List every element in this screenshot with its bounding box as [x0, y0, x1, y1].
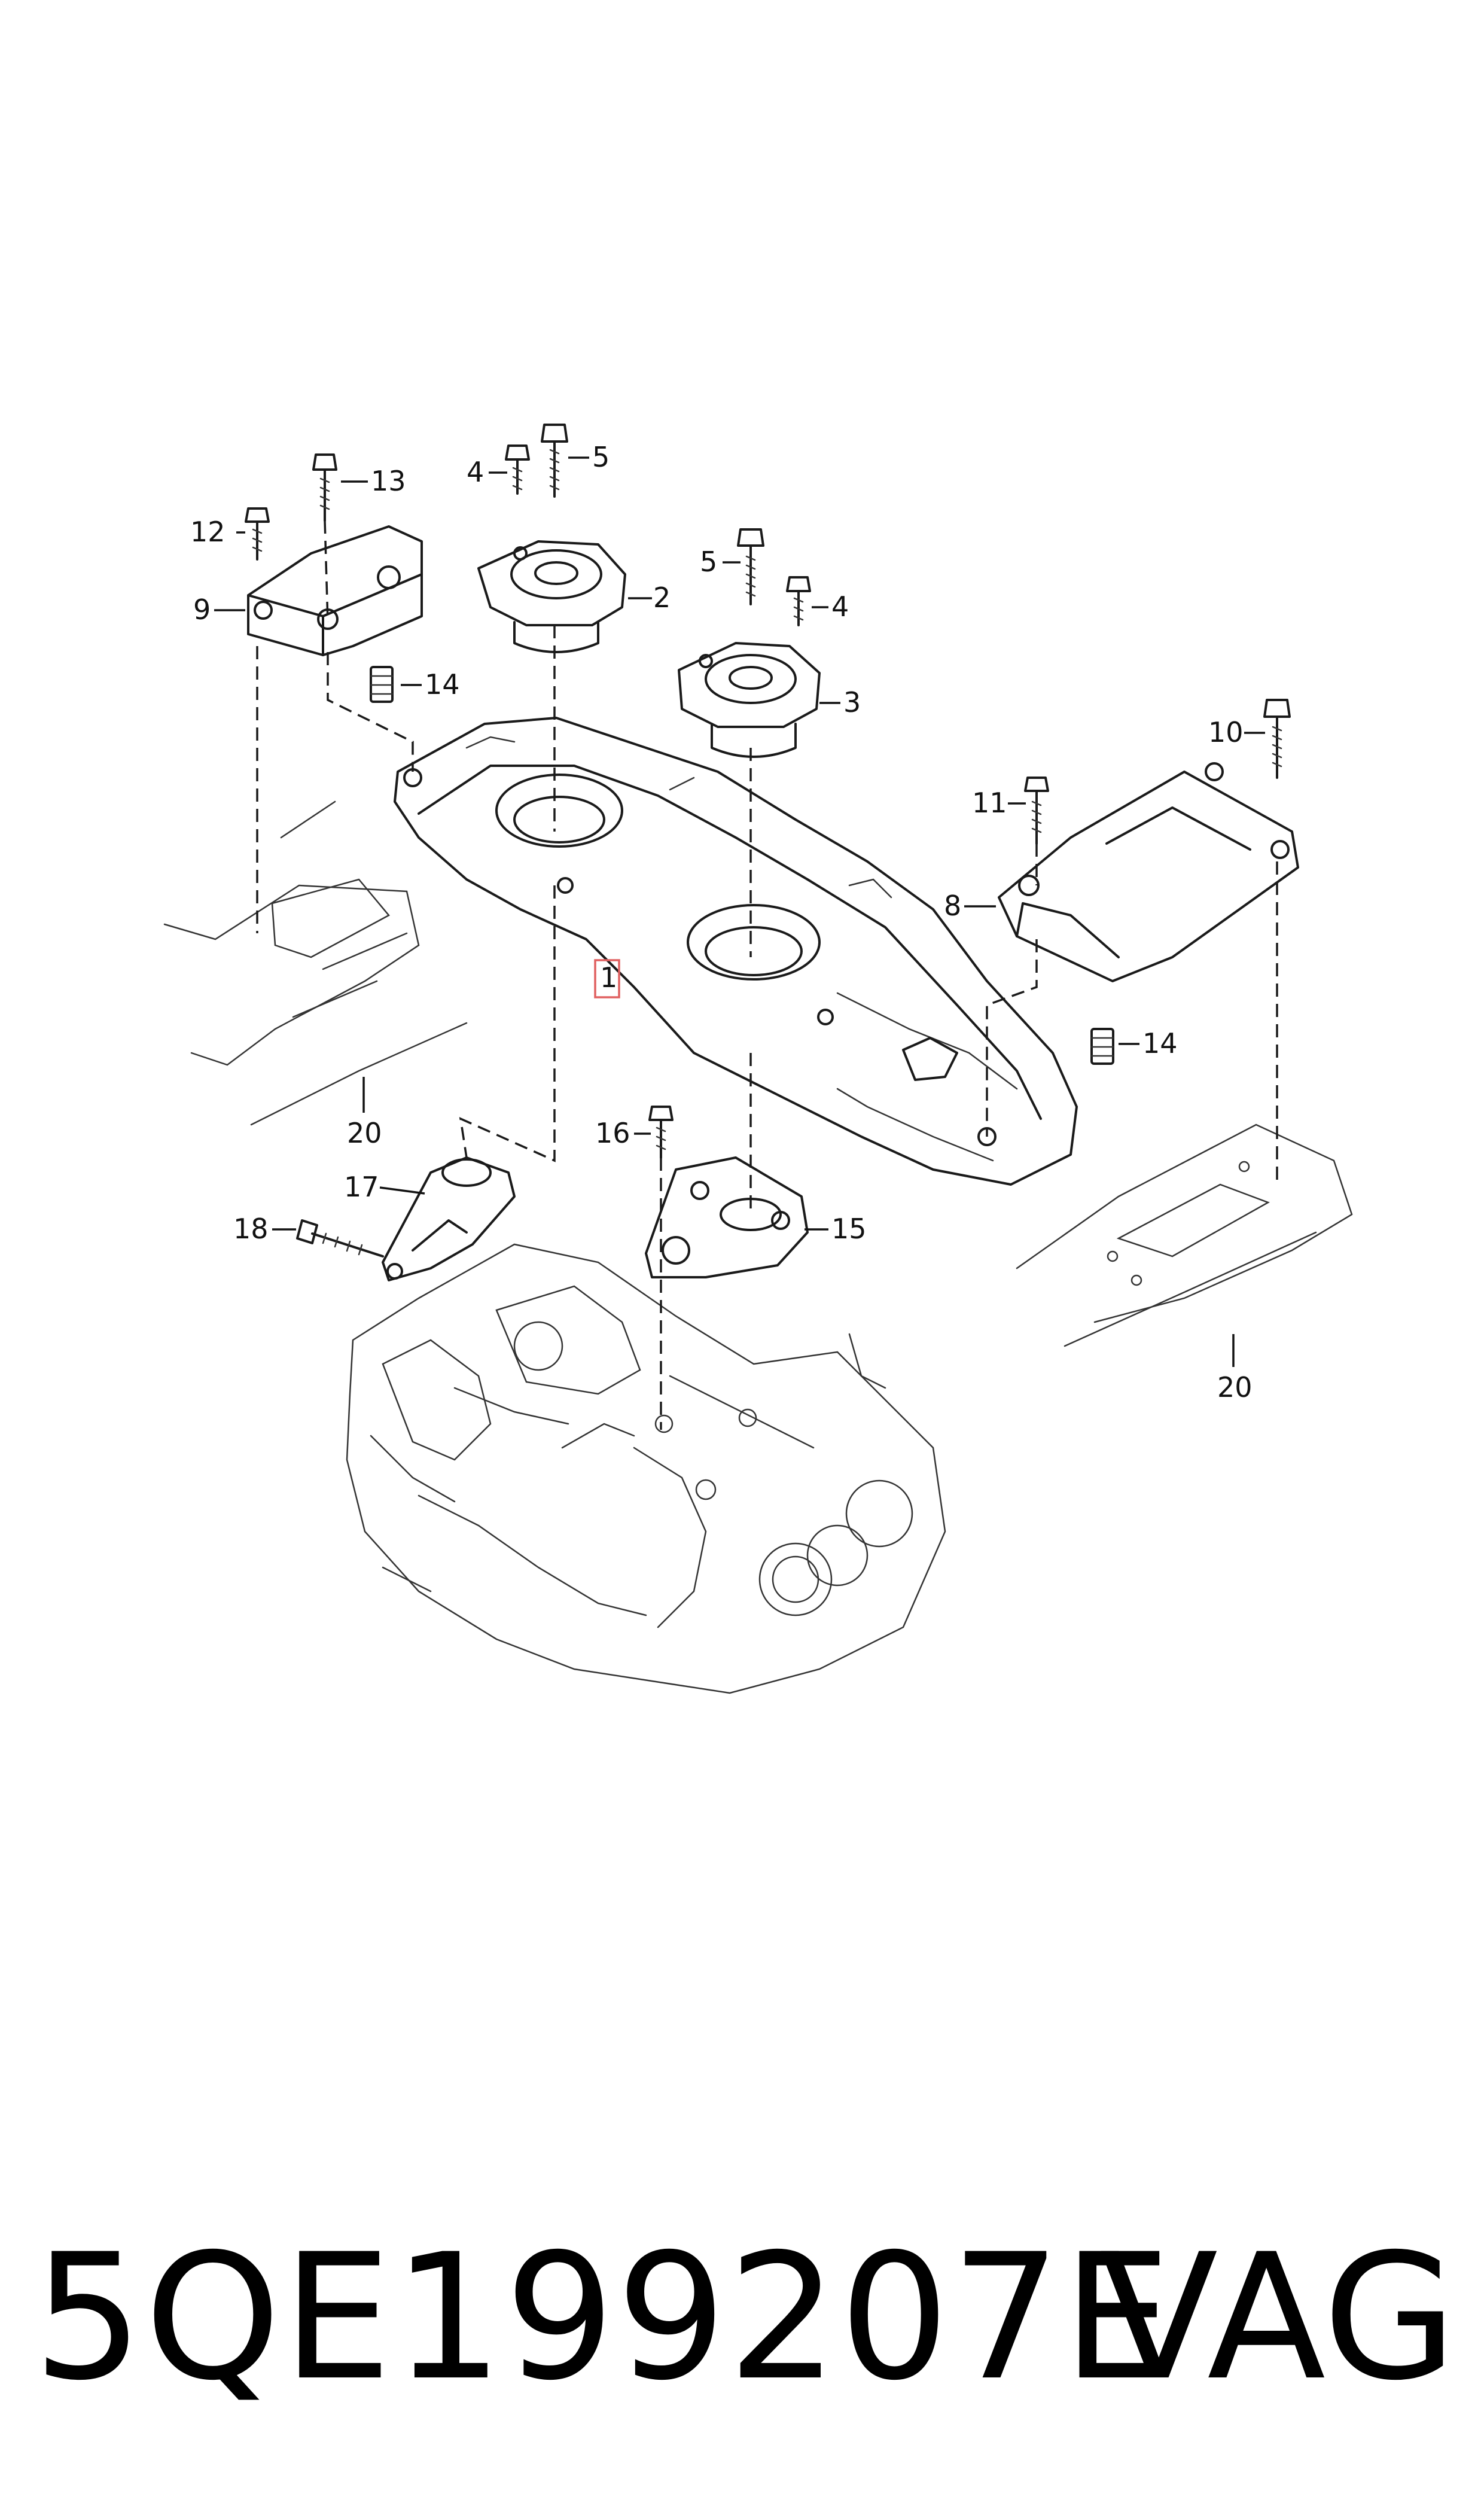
- stud-nut-14-upper: [370, 666, 394, 703]
- chassis-rail-left: [163, 800, 468, 1126]
- part-number: 5QE199207E: [33, 2217, 1174, 2419]
- chassis-rail-right: [1016, 1123, 1353, 1347]
- callout-16[interactable]: 16: [595, 1117, 630, 1149]
- bolt-4-right: [786, 576, 811, 626]
- transmission-mount-15: [645, 1156, 809, 1278]
- bolt-5-left: [541, 424, 568, 498]
- callout-10[interactable]: 10: [1208, 716, 1244, 748]
- callout-4-right[interactable]: 4: [831, 590, 849, 623]
- callout-18[interactable]: 18: [233, 1213, 269, 1245]
- bracket-9: [247, 525, 423, 656]
- callout-8[interactable]: 8: [944, 890, 961, 922]
- callout-14-lower[interactable]: 14: [1142, 1027, 1178, 1059]
- callout-4-left[interactable]: 4: [467, 456, 484, 488]
- callout-5-right[interactable]: 5: [700, 546, 717, 578]
- callout-3[interactable]: 3: [843, 686, 861, 718]
- bolt-5-right: [737, 528, 764, 605]
- bolt-18: [296, 1219, 384, 1258]
- transmission-mount-17: [382, 1156, 516, 1281]
- callout-20-left[interactable]: 20: [347, 1117, 382, 1149]
- leader-lines: [214, 456, 1265, 1367]
- callout-20-right[interactable]: 20: [1217, 1371, 1253, 1403]
- callout-9[interactable]: 9: [193, 593, 211, 626]
- highlighted-part-1-box: [594, 959, 620, 998]
- callout-11[interactable]: 11: [972, 787, 1007, 819]
- bolt-12: [245, 507, 270, 561]
- engine-mount-2: [477, 540, 626, 653]
- callout-17[interactable]: 17: [344, 1171, 379, 1203]
- callout-5-left[interactable]: 5: [592, 441, 610, 473]
- bolt-11: [1024, 777, 1049, 845]
- bolt-13: [312, 453, 337, 522]
- bolt-16: [648, 1106, 674, 1159]
- callout-1[interactable]: 1: [600, 961, 617, 994]
- bolt-10: [1263, 699, 1291, 779]
- bracket-8: [998, 762, 1299, 982]
- callout-14-upper[interactable]: 14: [425, 668, 460, 701]
- callout-15[interactable]: 15: [831, 1213, 867, 1245]
- bolt-4-left: [505, 444, 530, 495]
- engine-mount-3: [678, 642, 821, 758]
- callout-2[interactable]: 2: [653, 581, 671, 614]
- assembly-lines: [256, 520, 1278, 1430]
- gearbox-housing: [346, 1243, 946, 1694]
- callout-12[interactable]: 12: [190, 516, 226, 548]
- callout-13[interactable]: 13: [371, 465, 406, 497]
- stud-nut-14-lower: [1090, 1028, 1114, 1065]
- brand-label: VAG: [1099, 2217, 1457, 2419]
